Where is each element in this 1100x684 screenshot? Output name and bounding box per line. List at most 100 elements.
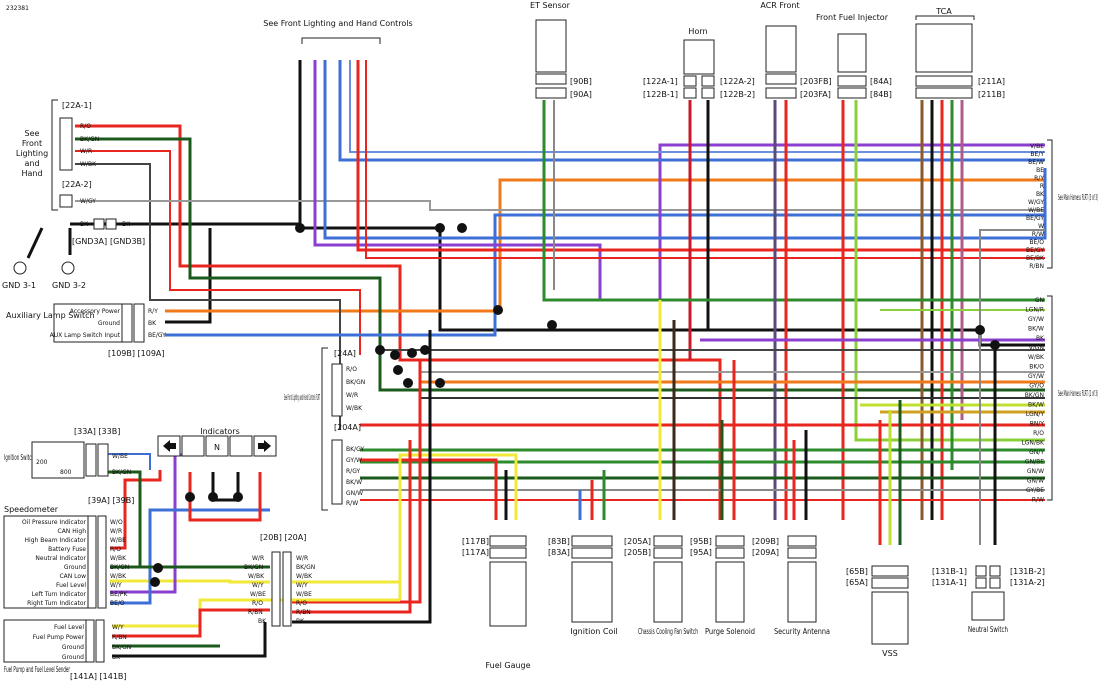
et-sensor xyxy=(535,19,567,73)
splice xyxy=(295,223,305,233)
right-arrow-icon xyxy=(258,440,271,452)
svg-text:Front: Front xyxy=(22,139,42,148)
harness-wire-code: BK/W xyxy=(1028,402,1044,409)
chassis-cooling-fan-switch xyxy=(653,561,683,623)
bracket xyxy=(301,37,381,44)
svg-text:[203FB]: [203FB] xyxy=(800,77,832,86)
wire-ground-gnd xyxy=(26,227,44,259)
svg-text:R/O: R/O xyxy=(252,600,263,607)
wire-sp-wy xyxy=(110,579,270,584)
svg-text:Right Turn Indicator: Right Turn Indicator xyxy=(27,600,86,607)
svg-text:[122B-2]: [122B-2] xyxy=(720,90,755,99)
svg-text:[131B-2]: [131B-2] xyxy=(1010,567,1045,576)
oil-pressure-indicator xyxy=(229,435,253,457)
svg-text:AUX Lamp Switch Input: AUX Lamp Switch Input xyxy=(50,332,121,339)
connector-117 xyxy=(489,535,527,547)
main-harness-2-codes: GNLGN/RGY/WBK/WBKV/GNW/BKBK/OGY/WGY/OBK/… xyxy=(1021,297,1045,504)
left-see-front-lighting: See Front Lighting and Hand xyxy=(16,129,48,178)
gnd2-label: GND 3-2 xyxy=(52,281,86,290)
wire-w-r-left xyxy=(75,150,361,355)
splice xyxy=(150,577,160,587)
splices xyxy=(150,223,1000,587)
harness-wire-code: R/BN xyxy=(1029,263,1044,270)
wire-w-gy-left xyxy=(75,200,1045,211)
connector-84 xyxy=(837,75,867,87)
svg-text:[204A]: [204A] xyxy=(334,423,361,432)
connector-90b xyxy=(535,73,567,85)
neutral-indicator xyxy=(205,435,229,457)
svg-text:[209B]: [209B] xyxy=(752,537,779,546)
connector-22a2 xyxy=(59,194,73,208)
harness-wire-code: GN/W xyxy=(1027,468,1044,475)
front-fuel-injector xyxy=(837,33,867,73)
svg-text:[83B]: [83B] xyxy=(548,537,570,546)
splice xyxy=(435,378,445,388)
connector-20b xyxy=(271,551,281,627)
splice xyxy=(208,492,218,502)
left-arrow-icon xyxy=(163,440,176,452)
svg-text:[211B]: [211B] xyxy=(978,90,1005,99)
splice xyxy=(153,563,163,573)
svg-text:BK: BK xyxy=(80,221,89,228)
svg-text:[33A] [33B]: [33A] [33B] xyxy=(74,427,120,436)
splice xyxy=(403,378,413,388)
ground-ring xyxy=(13,261,27,275)
svg-text:[141A] [141B]: [141A] [141B] xyxy=(70,672,127,681)
harness-wire-code: R/W xyxy=(1032,497,1044,504)
connector-22a1 xyxy=(59,117,73,171)
svg-text:W/BE: W/BE xyxy=(296,591,312,598)
main-harness-2-label: See Main Harness FLRT (2 of 3) xyxy=(1058,389,1098,398)
svg-text:W/R: W/R xyxy=(110,528,122,535)
connector-83 xyxy=(571,535,613,547)
connector-109 xyxy=(121,303,133,343)
svg-text:W/BE: W/BE xyxy=(250,591,266,598)
doc-id: 232381 xyxy=(6,5,29,12)
wire-ind-blk xyxy=(211,472,240,502)
connector-39 xyxy=(97,515,107,609)
fuel-pump-title: Fuel Pump and Fuel Level Sender xyxy=(4,665,70,674)
harness-wire-code: LGN/R xyxy=(1025,307,1044,314)
security-title: Security Antenna xyxy=(774,627,830,636)
tca xyxy=(915,23,973,73)
wire-fg1 xyxy=(360,458,498,520)
svg-text:[20B] [20A]: [20B] [20A] xyxy=(260,533,306,542)
svg-text:W/BK: W/BK xyxy=(80,161,97,168)
svg-text:[203FA]: [203FA] xyxy=(800,90,831,99)
svg-text:W/Y: W/Y xyxy=(112,624,124,631)
connector-65 xyxy=(871,577,909,589)
connector-39 xyxy=(87,515,97,609)
fuel-gauge xyxy=(489,561,527,627)
wire-ign-bkgn xyxy=(108,470,142,567)
fuel-gauge-title: Fuel Gauge xyxy=(485,661,530,670)
splice xyxy=(407,348,417,358)
harness-wire-code: BK/GN xyxy=(1025,392,1044,399)
gnd1-label: GND 3-1 xyxy=(2,281,36,290)
svg-text:W/R: W/R xyxy=(252,555,264,562)
c22a1: [22A-1] xyxy=(62,101,92,110)
harness-wire-code: GY/W xyxy=(1028,316,1044,323)
svg-text:[117B]: [117B] xyxy=(462,537,489,546)
horn xyxy=(683,39,715,75)
harness-wire-code: GN/W xyxy=(1027,478,1044,485)
svg-text:W/Y: W/Y xyxy=(296,582,308,589)
acr-title: ACR Front xyxy=(760,1,799,10)
harness-wire-code: R/Y xyxy=(1034,175,1044,182)
svg-text:BE/GY: BE/GY xyxy=(148,332,166,339)
connector-131 xyxy=(989,565,1001,577)
bracket xyxy=(321,347,328,511)
gnd-connector xyxy=(105,218,117,230)
c109-label: [109B] [109A] xyxy=(108,349,165,358)
harness-wire-code: LGN/Y xyxy=(1026,411,1045,418)
connector-24a xyxy=(331,363,343,417)
c22a2: [22A-2] xyxy=(62,180,92,189)
svg-text:CAN High: CAN High xyxy=(58,528,87,535)
wire-top-blue1 xyxy=(338,60,1045,162)
svg-text:W/Y: W/Y xyxy=(252,582,264,589)
harness-wire-code: R xyxy=(1040,183,1044,190)
splice xyxy=(420,345,430,355)
svg-text:See: See xyxy=(25,129,40,138)
harness-wire-code: BK xyxy=(1036,191,1045,198)
harness-wire-code: BE/O xyxy=(1029,239,1044,246)
svg-text:Ground: Ground xyxy=(64,564,86,571)
